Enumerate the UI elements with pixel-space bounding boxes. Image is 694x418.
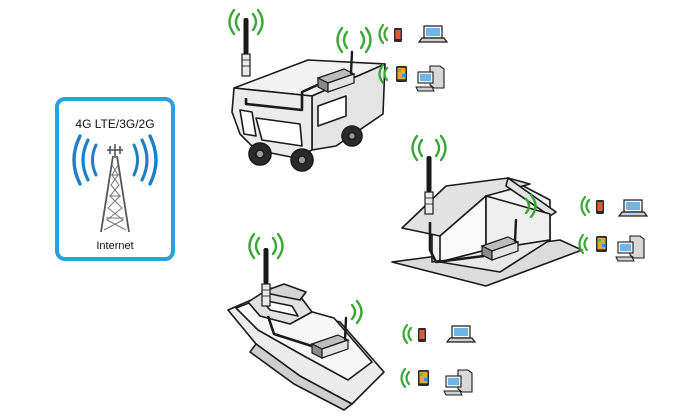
laptop-icon (418, 25, 448, 43)
wifi-waves-icon (580, 195, 591, 217)
wifi-waves-icon (378, 23, 389, 45)
wifi-waves-icon (336, 26, 372, 54)
laptop-icon (446, 325, 476, 343)
desktop-pc-icon (415, 65, 445, 92)
house-scene (391, 134, 648, 287)
antenna-icon (424, 155, 434, 215)
desktop-pc-icon (443, 369, 473, 396)
cell-tower-icon (72, 134, 158, 233)
antenna-icon (261, 247, 271, 307)
tablet-icon (596, 236, 607, 252)
wifi-waves-icon (400, 367, 411, 389)
yacht-icon (227, 283, 385, 411)
desktop-pc-icon (615, 235, 645, 262)
house-icon (391, 177, 583, 287)
smartphone-icon (418, 328, 426, 342)
laptop-icon (618, 199, 648, 217)
internet-label: Internet (96, 240, 133, 252)
smartphone-icon (394, 28, 402, 42)
antenna-icon (241, 17, 251, 77)
wifi-waves-icon (350, 299, 363, 325)
tablet-icon (396, 66, 407, 82)
yacht-scene (227, 232, 476, 411)
tower-card: 4G LTE/3G/2G Internet (55, 97, 175, 261)
tablet-icon (418, 370, 429, 386)
wifi-waves-icon (402, 323, 413, 345)
rv-scene (228, 8, 448, 172)
wifi-waves-icon (578, 233, 589, 255)
smartphone-icon (596, 200, 604, 214)
network-types-label: 4G LTE/3G/2G (75, 117, 154, 131)
rv-icon (231, 59, 386, 172)
